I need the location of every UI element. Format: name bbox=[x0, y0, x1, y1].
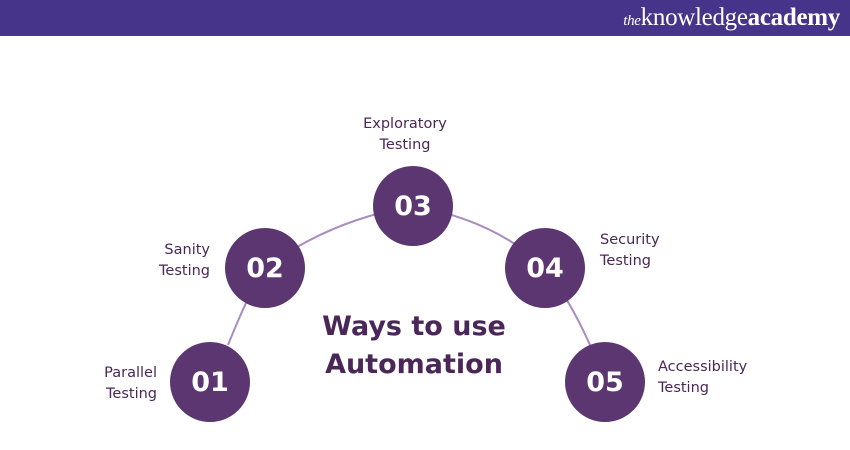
step-number: 05 bbox=[586, 366, 624, 398]
label-line: Exploratory bbox=[363, 116, 447, 132]
step-node-01: 01 bbox=[170, 342, 250, 422]
title-line-1: Ways to use bbox=[322, 311, 506, 342]
label-line: Sanity bbox=[164, 242, 210, 258]
label-line: Parallel bbox=[104, 365, 157, 381]
step-label-01: Parallel Testing bbox=[104, 363, 157, 405]
step-node-04: 04 bbox=[505, 228, 585, 308]
step-number: 03 bbox=[394, 190, 432, 222]
step-number: 04 bbox=[526, 252, 564, 284]
step-number: 01 bbox=[191, 366, 229, 398]
label-line: Testing bbox=[379, 137, 431, 153]
label-line: Accessibility bbox=[658, 359, 748, 375]
logo-prefix: the bbox=[623, 13, 641, 29]
step-label-04: Security Testing bbox=[600, 230, 660, 272]
label-line: Testing bbox=[658, 380, 709, 396]
header-bar: theknowledgeacademy bbox=[0, 0, 850, 36]
step-node-03: 03 bbox=[373, 166, 453, 246]
step-number: 02 bbox=[246, 252, 284, 284]
label-line: Testing bbox=[600, 253, 651, 269]
label-line: Testing bbox=[159, 263, 210, 279]
diagram-title: Ways to use Automation bbox=[300, 308, 528, 384]
title-line-2: Automation bbox=[325, 349, 503, 380]
step-label-02: Sanity Testing bbox=[159, 240, 210, 282]
step-node-02: 02 bbox=[225, 228, 305, 308]
logo-main: knowledge bbox=[640, 4, 748, 31]
logo-suffix: academy bbox=[747, 4, 841, 31]
label-line: Testing bbox=[106, 386, 157, 402]
brand-logo[interactable]: theknowledgeacademy bbox=[623, 4, 840, 35]
step-node-05: 05 bbox=[565, 342, 645, 422]
label-line: Security bbox=[600, 232, 660, 248]
step-label-05: Accessibility Testing bbox=[658, 357, 747, 399]
step-label-03: Exploratory Testing bbox=[345, 114, 465, 156]
